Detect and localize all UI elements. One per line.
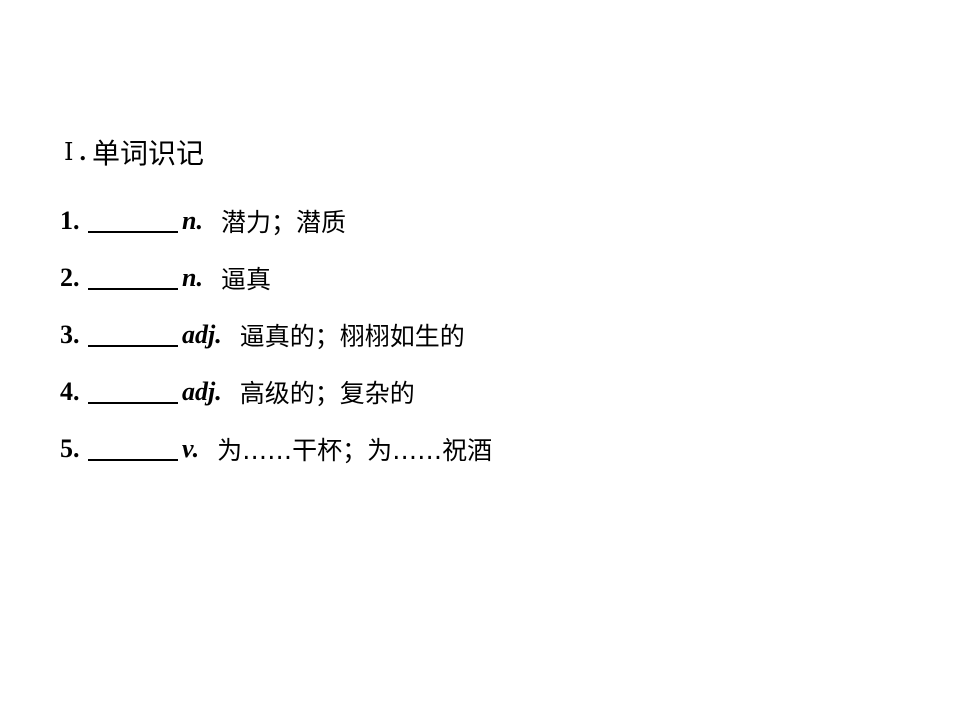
item-number: 4.: [60, 376, 80, 406]
item-meaning: 逼真: [220, 264, 271, 294]
item-number: 2.: [60, 262, 80, 292]
part-of-speech: n.: [182, 262, 203, 292]
vocab-item-4: 4. adj. 高级的；复杂的: [60, 363, 492, 420]
section-heading: Ⅰ . 单词识记: [60, 134, 204, 170]
item-number: 1.: [60, 205, 80, 235]
item-meaning: 逼真的；栩栩如生的: [239, 321, 465, 351]
vocab-item-1: 1. n. 潜力；潜质: [60, 192, 492, 249]
vocab-item-5: 5. v. 为……干杯；为……祝酒: [60, 420, 492, 477]
item-meaning: 潜力；潜质: [220, 207, 346, 237]
vocab-item-3: 3. adj. 逼真的；栩栩如生的: [60, 306, 492, 363]
part-of-speech: n.: [182, 205, 203, 235]
item-meaning: 为……干杯；为……祝酒: [217, 435, 493, 465]
part-of-speech: adj.: [182, 376, 222, 406]
answer-blank: [88, 376, 178, 404]
part-of-speech: v.: [182, 433, 200, 463]
answer-blank: [88, 262, 178, 290]
vocab-item-2: 2. n. 逼真: [60, 249, 492, 306]
item-number: 3.: [60, 319, 80, 349]
item-meaning: 高级的；复杂的: [239, 378, 415, 408]
answer-blank: [88, 433, 178, 461]
item-number: 5.: [60, 433, 80, 463]
part-of-speech: adj.: [182, 319, 222, 349]
answer-blank: [88, 205, 178, 233]
section-dot: .: [79, 137, 86, 166]
answer-blank: [88, 319, 178, 347]
section-roman-numeral: Ⅰ: [64, 138, 74, 166]
section-title: 单词识记: [91, 137, 204, 170]
vocab-list: 1. n. 潜力；潜质 2. n. 逼真 3. adj. 逼真的；栩栩如生的 4…: [60, 192, 492, 477]
